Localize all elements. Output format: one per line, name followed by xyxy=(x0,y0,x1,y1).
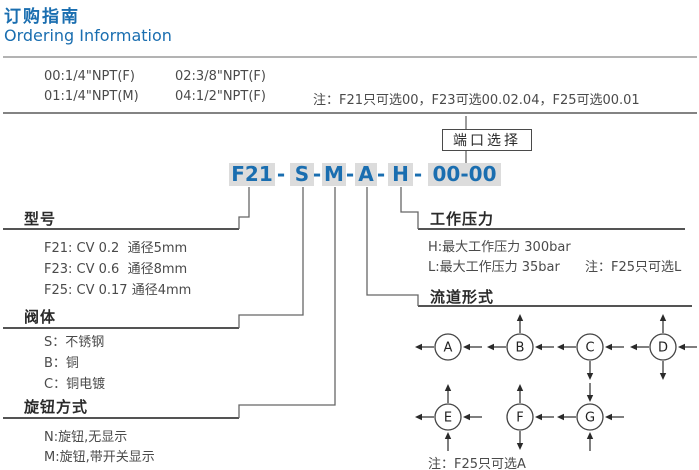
connector-valve-body xyxy=(238,187,304,328)
flow-option-A: A xyxy=(415,333,482,361)
flow-arrow xyxy=(557,413,576,421)
connector-pressure xyxy=(400,187,419,229)
knob-item: M:旋钮,带开关显示 xyxy=(44,450,155,465)
flow-arrow xyxy=(415,413,434,421)
valve-body-item: B：铜 xyxy=(44,356,79,371)
flow-arrow xyxy=(605,343,624,351)
flow-option-label: E xyxy=(444,411,452,426)
flow-note: 注：F25只可选A xyxy=(428,457,526,470)
port-option-01: 01:1/4"NPT(M) xyxy=(44,89,139,104)
flow-option-label: F xyxy=(516,411,523,426)
flow-arrow xyxy=(630,343,649,351)
code-separator: - xyxy=(312,162,322,186)
code-separator: - xyxy=(413,162,423,186)
flow-option-circle xyxy=(576,403,604,431)
section-title-pressure: 工作压力 xyxy=(430,210,495,228)
code-segment-flow: A xyxy=(355,163,377,186)
pressure-item: L:最大工作压力 35bar xyxy=(428,260,560,275)
code-separator: - xyxy=(376,162,386,186)
connector-flow xyxy=(366,187,419,306)
model-item: F21: CV 0.2 通径5mm xyxy=(44,241,188,256)
flow-option-label: G xyxy=(585,411,595,426)
section-title-valve-body: 阀体 xyxy=(24,308,57,326)
port-selector-box: 端口选择 xyxy=(442,129,532,151)
connector-model xyxy=(238,187,250,229)
model-item: F23: CV 0.6 通径8mm xyxy=(44,262,188,277)
flow-arrow xyxy=(516,384,524,403)
flow-option-label: A xyxy=(444,341,453,356)
port-option-04: 04:1/2"NPT(F) xyxy=(175,89,266,104)
code-separator: - xyxy=(276,162,286,186)
flow-option-B: B xyxy=(487,314,554,361)
flow-option-label: C xyxy=(585,341,594,356)
section-title-model: 型号 xyxy=(24,210,57,228)
flow-option-circle xyxy=(649,333,677,361)
flow-option-label: D xyxy=(658,341,668,356)
flow-option-label: B xyxy=(516,341,525,356)
flow-arrow xyxy=(659,314,667,333)
flow-arrow xyxy=(557,343,576,351)
flow-option-E: E xyxy=(415,384,482,451)
pressure-note: 注：F25只可选L xyxy=(585,260,682,275)
flow-arrow xyxy=(463,343,482,351)
code-segment-valve-body: S xyxy=(290,163,314,186)
flow-option-D: D xyxy=(630,314,697,380)
flow-arrow xyxy=(605,413,624,421)
port-options-note: 注：F21只可选00，F23可选00.02.04，F25可选00.01 xyxy=(313,93,640,108)
flow-arrow xyxy=(535,343,554,351)
flow-option-circle xyxy=(434,333,462,361)
flow-arrow xyxy=(415,343,434,351)
section-title-knob: 旋钮方式 xyxy=(24,398,89,416)
flow-arrow xyxy=(678,343,697,351)
flow-arrow xyxy=(586,383,594,402)
pressure-item: H:最大工作压力 300bar xyxy=(428,240,571,255)
model-item: F25: CV 0.17 通径4mm xyxy=(44,283,192,298)
flow-option-F: F xyxy=(506,384,554,450)
code-separator: - xyxy=(345,162,355,186)
knob-item: N:旋钮,无显示 xyxy=(44,430,128,445)
connector-knob xyxy=(238,187,336,418)
page-title: 订购指南 xyxy=(4,7,80,27)
flow-arrow xyxy=(516,431,524,450)
flow-arrow xyxy=(535,413,554,421)
page-subtitle: Ordering Information xyxy=(4,26,172,45)
valve-body-item: S：不锈钢 xyxy=(44,335,105,350)
flow-arrow xyxy=(444,384,452,403)
code-segment-knob: M xyxy=(322,163,346,186)
flow-arrow xyxy=(487,343,506,351)
code-segment-ports: 00-00 xyxy=(428,163,501,186)
flow-arrow xyxy=(659,361,667,380)
valve-body-item: C：铜电镀 xyxy=(44,377,106,392)
code-segment-model: F21 xyxy=(229,163,275,186)
flow-option-circle xyxy=(434,403,462,431)
flow-arrow xyxy=(463,413,482,421)
flow-arrow xyxy=(516,314,524,333)
flow-option-circle xyxy=(506,333,534,361)
section-title-flow: 流道形式 xyxy=(430,288,495,306)
flow-arrow xyxy=(586,432,594,451)
flow-arrow xyxy=(444,432,452,451)
flow-option-C: C xyxy=(557,333,624,380)
flow-option-circle xyxy=(506,403,534,431)
port-option-00: 00:1/4"NPT(F) xyxy=(44,69,135,84)
flow-option-G: G xyxy=(557,383,624,451)
port-option-02: 02:3/8"NPT(F) xyxy=(175,69,266,84)
flow-arrow xyxy=(586,361,594,380)
code-segment-pressure: H xyxy=(388,163,413,186)
flow-option-circle xyxy=(576,333,604,361)
